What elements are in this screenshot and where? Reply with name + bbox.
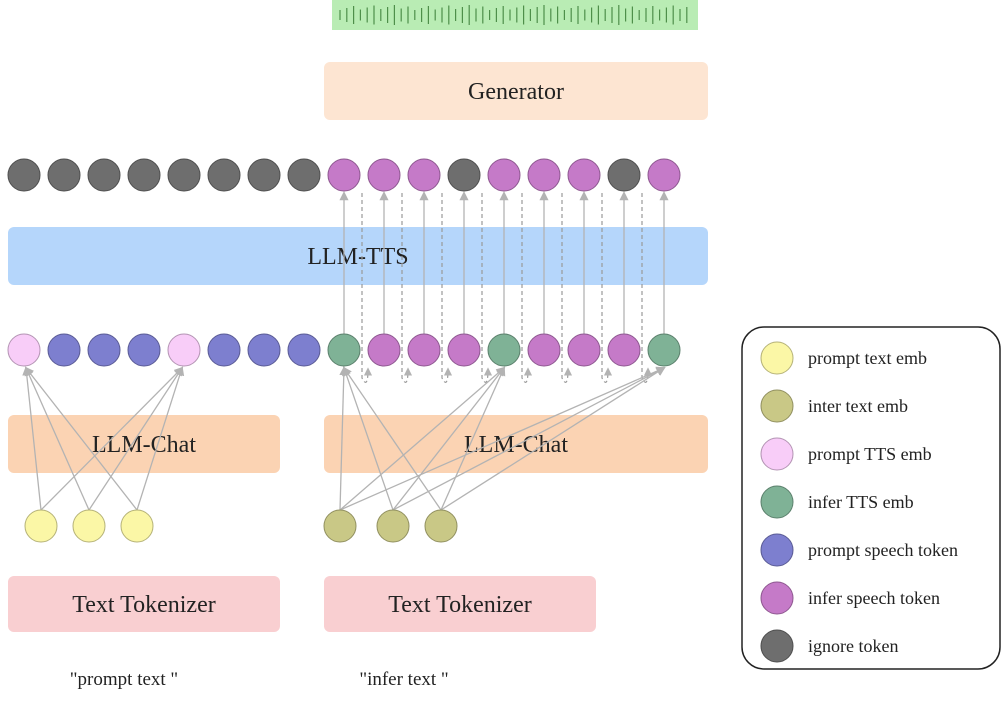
dashed-feedback-arrow — [361, 193, 373, 383]
legend-swatch-infer-tts-emb — [760, 485, 794, 519]
infer-speech-token-circle — [567, 158, 601, 192]
arrow-text-to-tts-emb — [440, 367, 666, 511]
dashed-feedback-arrow — [521, 193, 533, 383]
infer-text-caption: "infer text " — [359, 669, 448, 690]
legend-swatch-prompt-tts-emb — [760, 437, 794, 471]
token-rows — [7, 158, 681, 543]
generator-label: Generator — [468, 79, 564, 105]
arrow-text-to-tts-emb — [342, 366, 394, 511]
arrow-text-to-tts-emb — [342, 366, 442, 511]
infer-tts-emb-circle — [487, 333, 521, 367]
llm-chat-block-left: LLM-Chat — [8, 415, 280, 473]
prompt-speech-token-circle — [87, 333, 121, 367]
infer-speech-token-circle — [567, 333, 601, 367]
arrow-text-to-tts-emb — [339, 366, 506, 511]
text-tokenizer-block-left: Text Tokenizer — [8, 576, 280, 632]
prompt-text-emb-circle — [120, 509, 154, 543]
arrow-text-to-tts-emb — [24, 366, 138, 511]
prompt-tts-emb-circle — [167, 333, 201, 367]
arrow-text-to-tts-emb — [440, 366, 506, 511]
arrow-text-to-tts-emb — [392, 367, 666, 511]
arrow-text-to-tts-emb — [40, 366, 184, 511]
legend-swatch-prompt-speech-token — [760, 533, 794, 567]
llm-tts-label: LLM-TTS — [307, 244, 408, 270]
prompt-text-emb-circle — [24, 509, 58, 543]
ignore-token-circle — [607, 158, 641, 192]
infer-speech-token-circle — [527, 158, 561, 192]
llm-chat-left-label: LLM-Chat — [92, 432, 196, 458]
infer-speech-token-circle — [487, 158, 521, 192]
infer-tts-emb-circle — [327, 333, 361, 367]
inter-text-emb-circle — [424, 509, 458, 543]
legend-label-infer-tts-emb: infer TTS emb — [808, 492, 914, 512]
ignore-token-circle — [287, 158, 321, 192]
infer-speech-token-circle — [647, 158, 681, 192]
legend-swatch-prompt-text-emb — [760, 341, 794, 375]
prompt-text-caption: "prompt text " — [70, 669, 178, 690]
infer-speech-token-circle — [407, 333, 441, 367]
legend-label-prompt-tts-emb: prompt TTS emb — [808, 444, 932, 464]
ignore-token-circle — [207, 158, 241, 192]
arrow-text-to-tts-emb — [339, 366, 349, 511]
prompt-tts-emb-circle — [7, 333, 41, 367]
prompt-speech-token-circle — [247, 333, 281, 367]
arrow-text-to-tts-emb — [339, 366, 666, 511]
dashed-feedback-arrow — [481, 193, 493, 383]
prompt-speech-token-circle — [47, 333, 81, 367]
text-tokenizer-left-label: Text Tokenizer — [72, 592, 215, 618]
infer-speech-token-circle — [607, 333, 641, 367]
infer-speech-token-circle — [447, 333, 481, 367]
infer-speech-token-circle — [367, 158, 401, 192]
connection-arrows — [22, 191, 669, 511]
infer-speech-token-circle — [367, 333, 401, 367]
generator-block: Generator — [324, 62, 708, 120]
prompt-speech-token-circle — [127, 333, 161, 367]
prompt-speech-token-circle — [287, 333, 321, 367]
ignore-token-circle — [167, 158, 201, 192]
waveform-output — [332, 0, 698, 30]
ignore-token-circle — [87, 158, 121, 192]
text-tokenizer-block-right: Text Tokenizer — [324, 576, 596, 632]
legend-label-inter-text-emb: inter text emb — [808, 396, 908, 416]
dashed-feedback-arrow — [561, 193, 573, 383]
legend-label-prompt-speech-token: prompt speech token — [808, 540, 958, 560]
llm-tts-block: LLM-TTS — [8, 227, 708, 285]
legend-label-ignore-token: ignore token — [808, 636, 898, 656]
text-tokenizer-right-label: Text Tokenizer — [388, 592, 531, 618]
inter-text-emb-circle — [323, 509, 357, 543]
arrow-text-to-tts-emb — [136, 366, 185, 511]
ignore-token-circle — [7, 158, 41, 192]
infer-speech-token-circle — [407, 158, 441, 192]
arrow-text-to-tts-emb — [24, 366, 90, 511]
legend: prompt text emb inter text emb prompt TTS … — [741, 326, 1001, 670]
infer-speech-token-circle — [527, 333, 561, 367]
legend-label-prompt-text-emb: prompt text emb — [808, 348, 927, 368]
legend-swatch-infer-speech-token — [760, 581, 794, 615]
legend-swatch-ignore-token — [760, 629, 794, 663]
infer-tts-emb-circle — [647, 333, 681, 367]
ignore-token-circle — [127, 158, 161, 192]
dashed-feedback-arrow — [601, 193, 613, 383]
ignore-token-circle — [247, 158, 281, 192]
infer-speech-token-circle — [327, 158, 361, 192]
legend-swatch-inter-text-emb — [760, 389, 794, 423]
arrow-text-to-tts-emb — [392, 366, 506, 511]
dashed-feedback-arrow — [441, 193, 453, 383]
ignore-token-circle — [447, 158, 481, 192]
prompt-speech-token-circle — [207, 333, 241, 367]
legend-label-infer-speech-token: infer speech token — [808, 588, 940, 608]
ignore-token-circle — [47, 158, 81, 192]
prompt-text-emb-circle — [72, 509, 106, 543]
dashed-feedback-arrow — [401, 193, 413, 383]
inter-text-emb-circle — [376, 509, 410, 543]
arrow-text-to-tts-emb — [88, 366, 183, 511]
arrow-text-to-tts-emb — [22, 366, 42, 511]
dashed-feedback-arrow — [641, 193, 653, 383]
